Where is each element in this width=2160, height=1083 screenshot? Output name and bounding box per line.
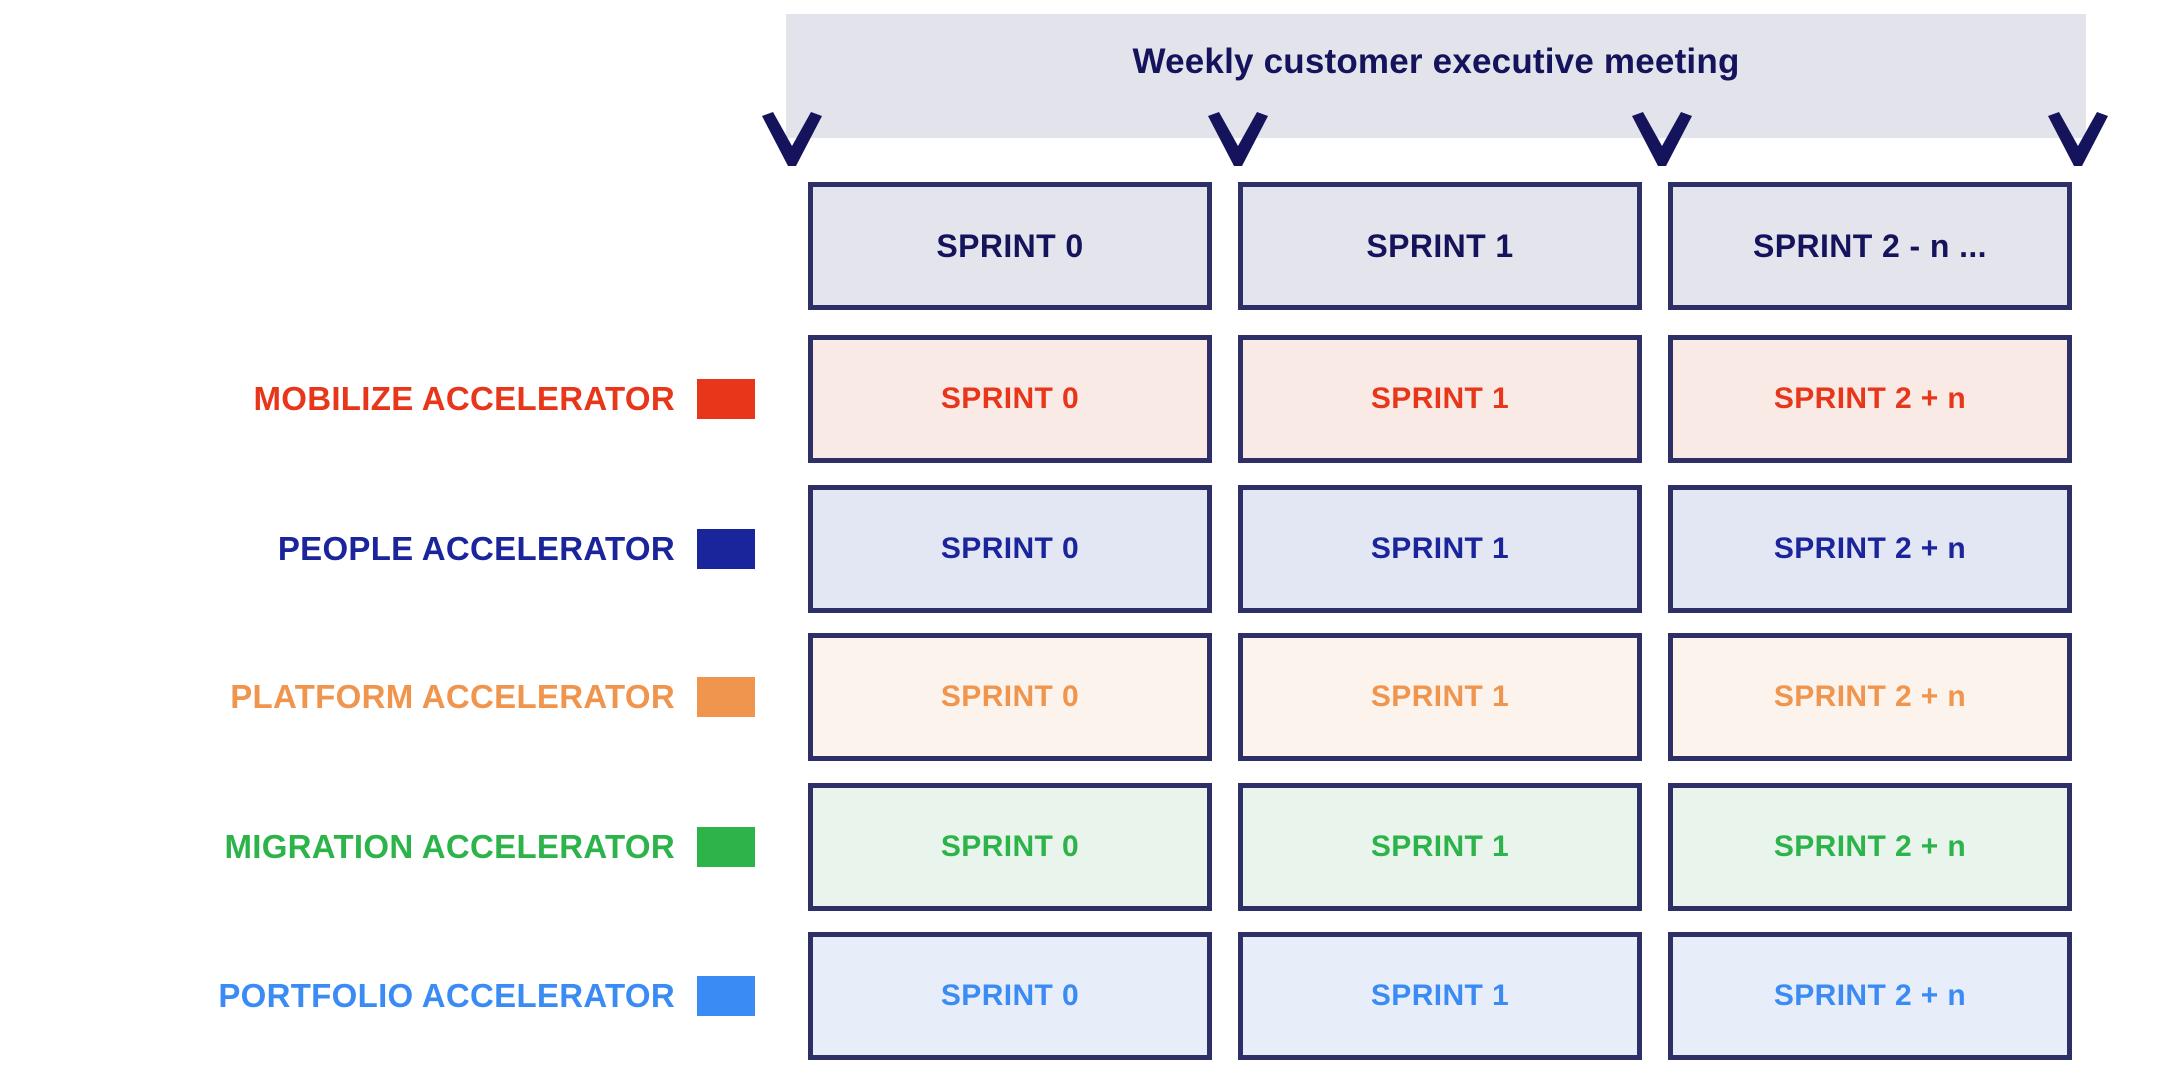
cell-label: SPRINT 2 + n: [1773, 979, 1967, 1012]
cell-platform-accelerator-sprint-2-n[interactable]: SPRINT 2 + n: [1668, 633, 2072, 761]
cell-label: SPRINT 1: [1370, 382, 1510, 415]
cell-mobilize-accelerator-sprint-2-n[interactable]: SPRINT 2 + n: [1668, 335, 2072, 463]
cell-label: SPRINT 0: [940, 680, 1080, 713]
cell-label: SPRINT 2 + n: [1773, 382, 1967, 415]
row-label-text: MIGRATION ACCELERATOR: [224, 828, 675, 865]
color-swatch-mobilize-accelerator: [697, 379, 755, 419]
color-swatch-migration-accelerator: [697, 827, 755, 867]
cell-portfolio-accelerator-sprint-1[interactable]: SPRINT 1: [1238, 932, 1642, 1060]
weekly-meeting-banner: Weekly customer executive meeting: [786, 14, 2086, 138]
cell-label: SPRINT 0: [940, 830, 1080, 863]
banner-title: Weekly customer executive meeting: [1132, 42, 1740, 81]
cell-label: SPRINT 0: [940, 382, 1080, 415]
cell-mobilize-accelerator-sprint-1[interactable]: SPRINT 1: [1238, 335, 1642, 463]
row-label-text: MOBILIZE ACCELERATOR: [253, 380, 675, 417]
header-cell-sprint-1[interactable]: SPRINT 1: [1238, 182, 1642, 310]
cell-people-accelerator-sprint-0[interactable]: SPRINT 0: [808, 485, 1212, 613]
cell-people-accelerator-sprint-1[interactable]: SPRINT 1: [1238, 485, 1642, 613]
chevron-down-icon: [2046, 112, 2110, 168]
chevron-down-icon: [760, 112, 824, 168]
row-label-portfolio-accelerator: PORTFOLIO ACCELERATOR: [0, 932, 760, 1060]
cell-people-accelerator-sprint-2-n[interactable]: SPRINT 2 + n: [1668, 485, 2072, 613]
cell-label: SPRINT 2 + n: [1773, 680, 1967, 713]
row-label-text: PORTFOLIO ACCELERATOR: [218, 977, 675, 1014]
cell-label: SPRINT 1: [1370, 830, 1510, 863]
cell-label: SPRINT 0: [936, 227, 1084, 264]
header-cell-sprint-0[interactable]: SPRINT 0: [808, 182, 1212, 310]
cell-platform-accelerator-sprint-0[interactable]: SPRINT 0: [808, 633, 1212, 761]
cell-label: SPRINT 2 - n ...: [1753, 227, 1987, 264]
row-label-text: PEOPLE ACCELERATOR: [277, 530, 675, 567]
cell-portfolio-accelerator-sprint-2-n[interactable]: SPRINT 2 + n: [1668, 932, 2072, 1060]
cell-label: SPRINT 2 + n: [1773, 532, 1967, 565]
color-swatch-portfolio-accelerator: [697, 976, 755, 1016]
cell-label: SPRINT 2 + n: [1773, 830, 1967, 863]
cell-migration-accelerator-sprint-0[interactable]: SPRINT 0: [808, 783, 1212, 911]
header-cell-sprint-2-n[interactable]: SPRINT 2 - n ...: [1668, 182, 2072, 310]
cell-platform-accelerator-sprint-1[interactable]: SPRINT 1: [1238, 633, 1642, 761]
chevron-down-icon: [1630, 112, 1694, 168]
cell-migration-accelerator-sprint-1[interactable]: SPRINT 1: [1238, 783, 1642, 911]
cell-label: SPRINT 1: [1370, 680, 1510, 713]
cell-label: SPRINT 1: [1366, 227, 1514, 264]
color-swatch-people-accelerator: [697, 529, 755, 569]
cell-label: SPRINT 0: [940, 532, 1080, 565]
row-label-people-accelerator: PEOPLE ACCELERATOR: [0, 485, 760, 613]
cell-migration-accelerator-sprint-2-n[interactable]: SPRINT 2 + n: [1668, 783, 2072, 911]
cell-label: SPRINT 0: [940, 979, 1080, 1012]
chevron-down-icon: [1206, 112, 1270, 168]
row-label-platform-accelerator: PLATFORM ACCELERATOR: [0, 633, 760, 761]
row-label-mobilize-accelerator: MOBILIZE ACCELERATOR: [0, 335, 760, 463]
cell-portfolio-accelerator-sprint-0[interactable]: SPRINT 0: [808, 932, 1212, 1060]
cell-mobilize-accelerator-sprint-0[interactable]: SPRINT 0: [808, 335, 1212, 463]
color-swatch-platform-accelerator: [697, 677, 755, 717]
row-label-text: PLATFORM ACCELERATOR: [230, 678, 675, 715]
cell-label: SPRINT 1: [1370, 532, 1510, 565]
cell-label: SPRINT 1: [1370, 979, 1510, 1012]
row-label-migration-accelerator: MIGRATION ACCELERATOR: [0, 783, 760, 911]
